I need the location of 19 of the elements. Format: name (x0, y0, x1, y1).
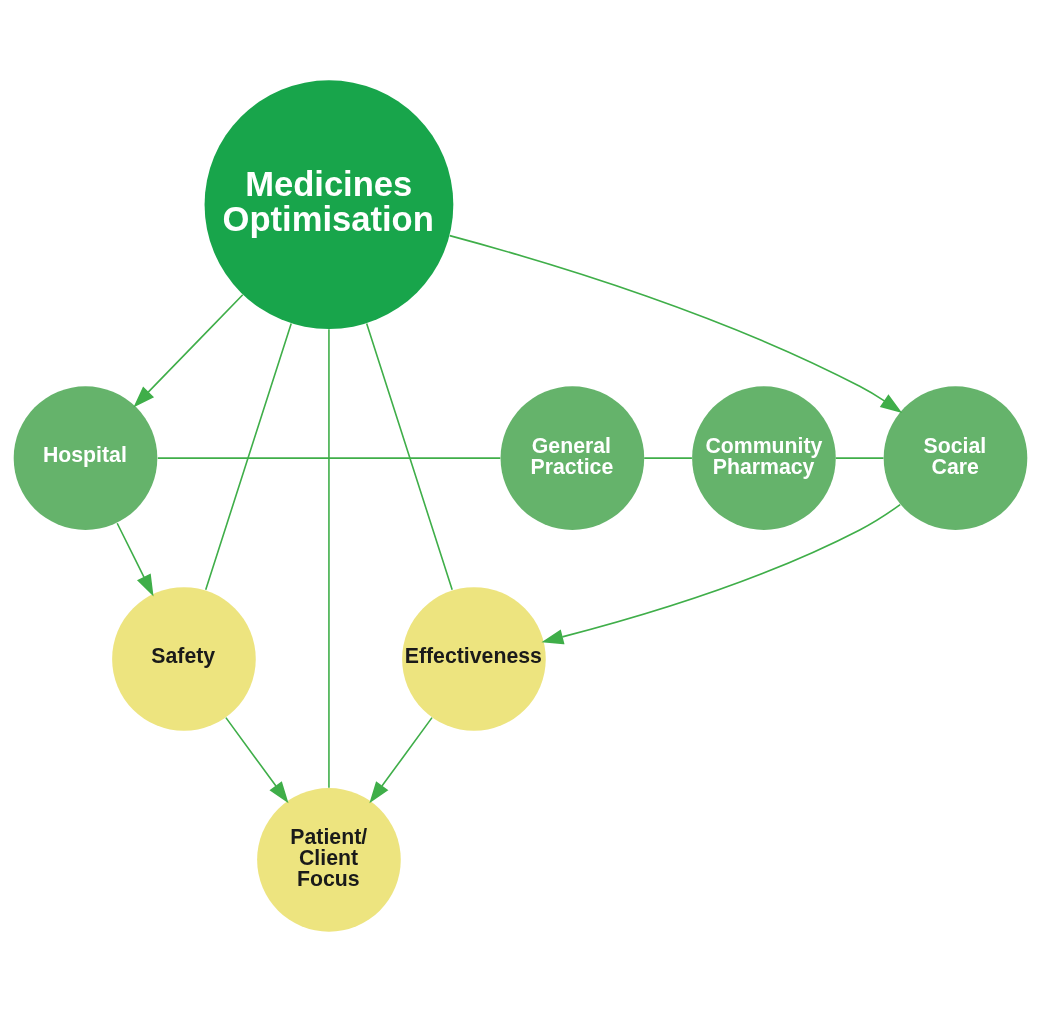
node-circle: Safety (112, 587, 256, 731)
connector (834, 457, 885, 459)
node-circle: Patient/ Client Focus (257, 788, 401, 932)
connector (643, 457, 693, 459)
node-circle: Medicines Optimisation (204, 80, 454, 330)
arrow (133, 293, 244, 408)
node-circle: Community Pharmacy (692, 386, 836, 530)
arrow (448, 234, 903, 413)
connector (328, 328, 330, 789)
node-circle: General Practice (500, 386, 645, 530)
node-circle: Social Care (883, 386, 1028, 530)
node-circle: Effectiveness (402, 587, 546, 731)
connector (365, 322, 453, 591)
connector (204, 322, 293, 591)
arrow (225, 716, 289, 804)
arrow (116, 522, 154, 597)
arrow (541, 503, 901, 645)
connector (157, 457, 502, 459)
arrow (369, 716, 433, 804)
